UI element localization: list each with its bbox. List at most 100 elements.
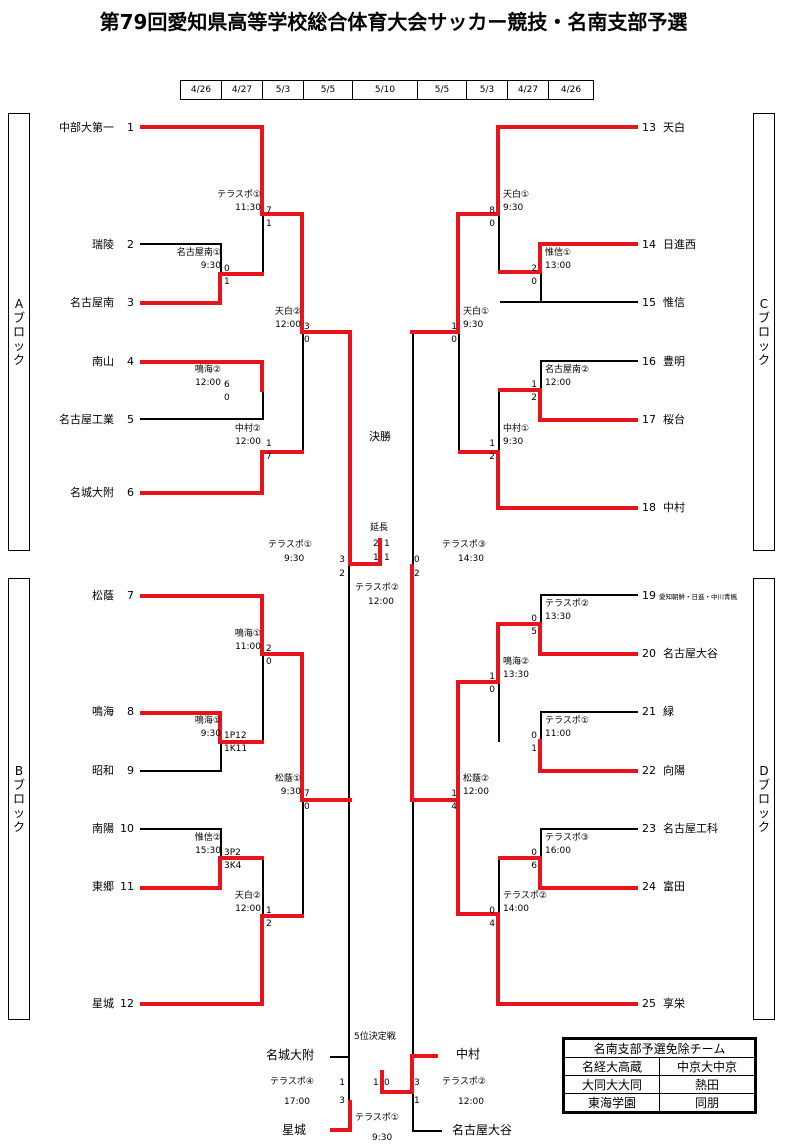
winner-line <box>458 680 500 684</box>
team-number: 7 <box>127 589 134 602</box>
match-time: 9:30 <box>284 554 305 564</box>
bracket-line <box>540 360 542 390</box>
team-number: 8 <box>127 705 134 718</box>
exempt-team: 熱田 <box>659 1075 755 1094</box>
score: 0 <box>414 555 420 565</box>
score: 8 <box>489 206 495 216</box>
score: 0 <box>531 277 537 287</box>
score: 1 <box>384 553 390 563</box>
match-venue: 松蔭① <box>274 774 301 784</box>
winner-line <box>538 242 638 246</box>
match-venue: テラスポ① <box>217 190 261 200</box>
bracket-line <box>330 1056 350 1058</box>
team-name: 名城大附 <box>70 486 114 499</box>
match-time: 11:00 <box>545 729 571 739</box>
team-number: 16 <box>642 355 656 368</box>
match-venue: テラスポ② <box>545 599 589 609</box>
bracket-line <box>540 711 638 713</box>
winner-line <box>498 270 542 274</box>
winner-line <box>260 212 304 216</box>
winner-line <box>498 856 542 860</box>
team-name: 名古屋大谷 <box>452 1123 513 1137</box>
winner-line <box>218 272 222 305</box>
bracket-line <box>412 800 414 1130</box>
winner-line <box>410 564 414 800</box>
bracket-line <box>540 828 542 858</box>
score: 0 <box>489 906 495 916</box>
team-name: 天白 <box>663 121 685 134</box>
bracket-line <box>412 1130 442 1132</box>
winner-line <box>380 1070 384 1094</box>
score: 6 <box>224 380 230 390</box>
score: 2 <box>531 264 537 274</box>
match-time: 13:30 <box>503 670 529 680</box>
team-number: 9 <box>127 764 134 777</box>
bracket-line <box>540 711 542 741</box>
score: 5 <box>531 627 537 637</box>
match-venue: 中村① <box>503 424 530 434</box>
score: 1 <box>266 906 272 916</box>
date-cell: 5/10 <box>353 81 418 99</box>
match-time: 14:30 <box>458 554 484 564</box>
score: 0 <box>384 1078 390 1088</box>
team-name: 中村 <box>456 1047 481 1061</box>
winner-line <box>300 798 352 802</box>
winner-line <box>458 212 500 216</box>
block-d-label: Dブロック <box>757 764 770 834</box>
winner-line <box>218 856 222 890</box>
date-cell: 5/5 <box>418 81 467 99</box>
score: 0 <box>304 802 310 812</box>
final-label: 決勝 <box>369 430 391 443</box>
team-number: 15 <box>642 296 656 309</box>
match-time: 11:30 <box>235 203 261 213</box>
exempt-team: 同朋 <box>659 1093 755 1112</box>
winner-line <box>140 360 264 364</box>
team-name: 松蔭 <box>92 589 114 602</box>
date-cell: 5/3 <box>263 81 304 99</box>
bracket-line <box>220 243 222 272</box>
match-venue: 中村② <box>234 424 261 434</box>
match-venue: 天白① <box>503 190 530 200</box>
score: 0 <box>489 219 495 229</box>
team-name: 緑 <box>663 705 674 718</box>
block-a-box: Aブロック <box>8 113 30 551</box>
score: 4 <box>451 802 457 812</box>
winner-line <box>260 450 264 495</box>
winner-line <box>498 622 542 626</box>
winner-line <box>140 1002 264 1006</box>
match-time: 12:00 <box>545 378 571 388</box>
team-number: 25 <box>642 997 656 1010</box>
team-name: 名古屋工科 <box>663 822 718 835</box>
score: 7 <box>266 452 272 462</box>
bracket-line <box>348 800 350 1130</box>
score: 0 <box>224 393 230 403</box>
winner-line <box>456 798 460 916</box>
score: 1 <box>224 277 230 287</box>
winner-line <box>538 242 542 274</box>
winner-line <box>140 886 222 890</box>
score: 0 <box>531 848 537 858</box>
winner-line <box>496 450 500 510</box>
score: 1 <box>339 1078 345 1088</box>
winner-line <box>260 914 264 1006</box>
winner-line <box>140 301 222 305</box>
block-c-label: Cブロック <box>757 297 770 367</box>
match-time: 13:00 <box>545 261 571 271</box>
score: 2 <box>373 539 379 549</box>
winner-line <box>348 330 352 566</box>
score: 1 <box>384 539 390 549</box>
team-name: 桜台 <box>663 413 685 426</box>
winner-line <box>260 360 264 392</box>
score: 3 <box>339 1096 345 1106</box>
match-time: 9:30 <box>280 787 301 797</box>
team-number: 12 <box>120 997 134 1010</box>
date-cell: 4/26 <box>181 81 222 99</box>
winner-line <box>218 740 264 744</box>
exempt-team: 中京大中京 <box>659 1057 755 1076</box>
match-time: 14:00 <box>503 904 529 914</box>
match-venue: テラスポ③ <box>545 833 589 843</box>
score: 2 <box>266 919 272 929</box>
page-title: 第79回愛知県高等学校総合体育大会サッカー競技・名南支部予選 <box>99 10 688 34</box>
match-time: 12:00 <box>368 597 394 607</box>
score: 1 <box>451 322 457 332</box>
